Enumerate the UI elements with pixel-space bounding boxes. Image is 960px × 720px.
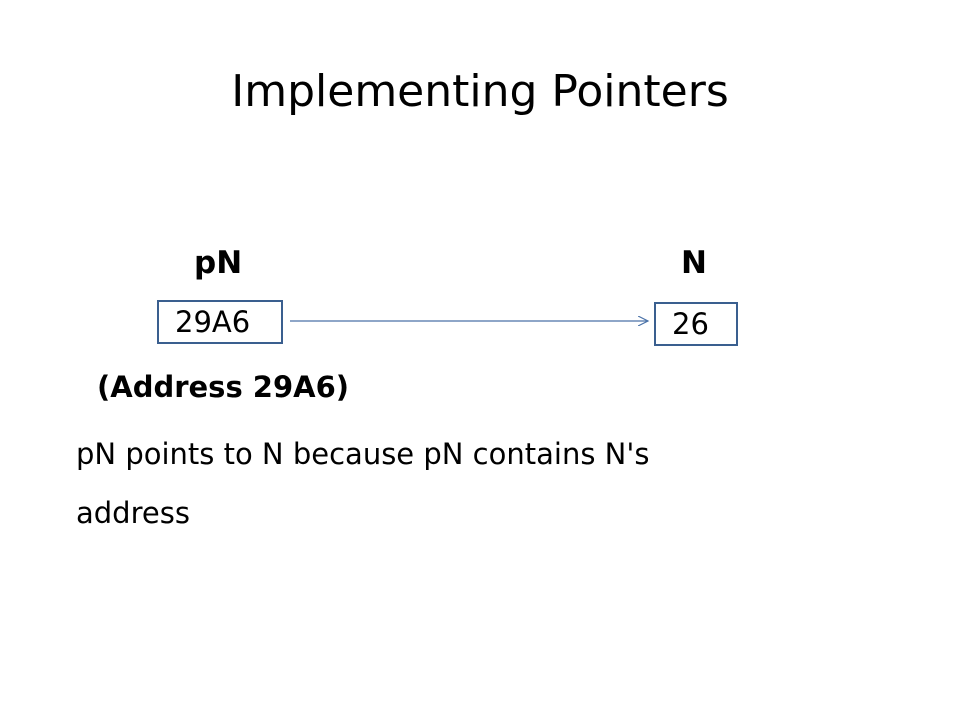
pointer-value: 29A6 <box>175 305 251 339</box>
slide-title: Implementing Pointers <box>231 66 729 117</box>
pointer-value-box: 29A6 <box>157 300 283 344</box>
target-variable-label: N <box>681 245 707 281</box>
slide-body: pN points to N because pN contains N's a… <box>76 425 876 543</box>
pointer-variable-label: pN <box>194 245 243 281</box>
target-value-box: 26 <box>654 302 738 346</box>
target-value: 26 <box>672 307 709 341</box>
address-note: (Address 29A6) <box>97 370 350 404</box>
body-line: pN points to N because pN contains N's <box>76 437 650 471</box>
body-line: address <box>76 496 190 530</box>
